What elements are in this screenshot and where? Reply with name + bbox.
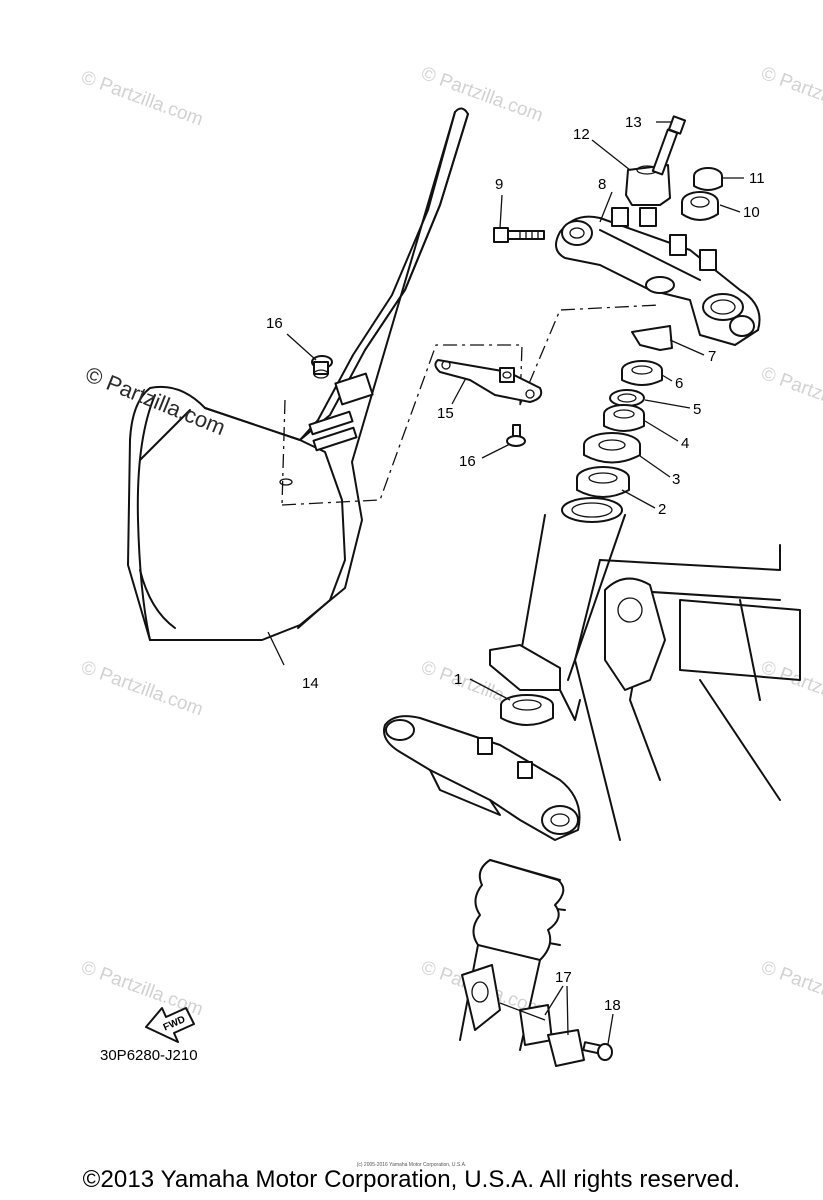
ring-nut-part-6[interactable] <box>621 360 663 386</box>
brake-hose-clamp-part-17[interactable] <box>499 1002 585 1067</box>
callout-label: 10 <box>743 204 760 221</box>
ring-nut-part-4[interactable] <box>603 404 645 432</box>
copyright-footer: ©2013 Yamaha Motor Corporation, U.S.A. A… <box>82 1166 741 1193</box>
callout-label: 16 <box>266 315 283 332</box>
bolt-part-16-lower[interactable] <box>506 424 526 447</box>
washer-part-5[interactable] <box>609 389 645 407</box>
watermark: © Partzilla.com <box>78 657 205 721</box>
diagram-code: 30P6280-J210 <box>100 1047 198 1064</box>
callout-label: 18 <box>604 997 621 1014</box>
callout-label: 6 <box>675 375 683 392</box>
bolt-part-13[interactable] <box>651 115 687 176</box>
callout-labels: 1 2 3 4 5 6 7 8 9 10 11 12 13 14 15 16 1… <box>266 114 765 1014</box>
watermark: © Partzilla.com <box>758 657 823 721</box>
bolt-part-16-upper[interactable] <box>311 355 333 379</box>
seal-part-3[interactable] <box>583 432 641 464</box>
nut-part-10[interactable] <box>681 191 719 221</box>
callout-label: 3 <box>672 471 680 488</box>
watermark: © Partzilla.com <box>78 67 205 131</box>
cap-part-11[interactable] <box>693 167 723 191</box>
callout-label: 7 <box>708 348 716 365</box>
frame-steering-head <box>489 497 801 841</box>
tiny-copyright-note: (c) 2005-2016 Yamaha Motor Corporation, … <box>356 1162 467 1168</box>
bearing-part-2[interactable] <box>576 466 630 498</box>
watermark: © Partzilla.com <box>758 363 823 427</box>
watermark: © Partzilla.com <box>758 957 823 1021</box>
washer-part-7[interactable] <box>631 325 673 351</box>
under-bracket <box>383 715 581 841</box>
fwd-arrow-icon: FWD <box>145 1007 195 1043</box>
callout-label: 17 <box>555 969 572 986</box>
front-fork <box>459 859 566 1051</box>
callout-label: 9 <box>495 176 503 193</box>
callout-label: 5 <box>693 401 701 418</box>
watermark: © Partzilla.com <box>418 63 545 127</box>
leader-lines <box>267 121 744 1045</box>
callout-label: 12 <box>573 126 590 143</box>
callout-label: 2 <box>658 501 666 518</box>
callout-label: 11 <box>749 170 765 187</box>
callout-label: 13 <box>625 114 642 131</box>
number-plate-part-14[interactable] <box>127 107 469 641</box>
callout-label: 15 <box>437 405 454 422</box>
bracket-part-15[interactable] <box>434 359 543 403</box>
callout-label: 4 <box>681 435 689 452</box>
bolt-part-9[interactable] <box>493 227 545 243</box>
callout-label: 8 <box>598 176 606 193</box>
callout-label: 14 <box>302 675 319 692</box>
callout-label: 16 <box>459 453 476 470</box>
callout-label: 1 <box>454 671 462 688</box>
bearing-part-1[interactable] <box>500 694 554 726</box>
watermark: © Partzilla.com <box>758 63 823 127</box>
upper-triple-clamp-part-8[interactable] <box>555 207 761 346</box>
bolt-part-18[interactable] <box>582 1041 613 1061</box>
